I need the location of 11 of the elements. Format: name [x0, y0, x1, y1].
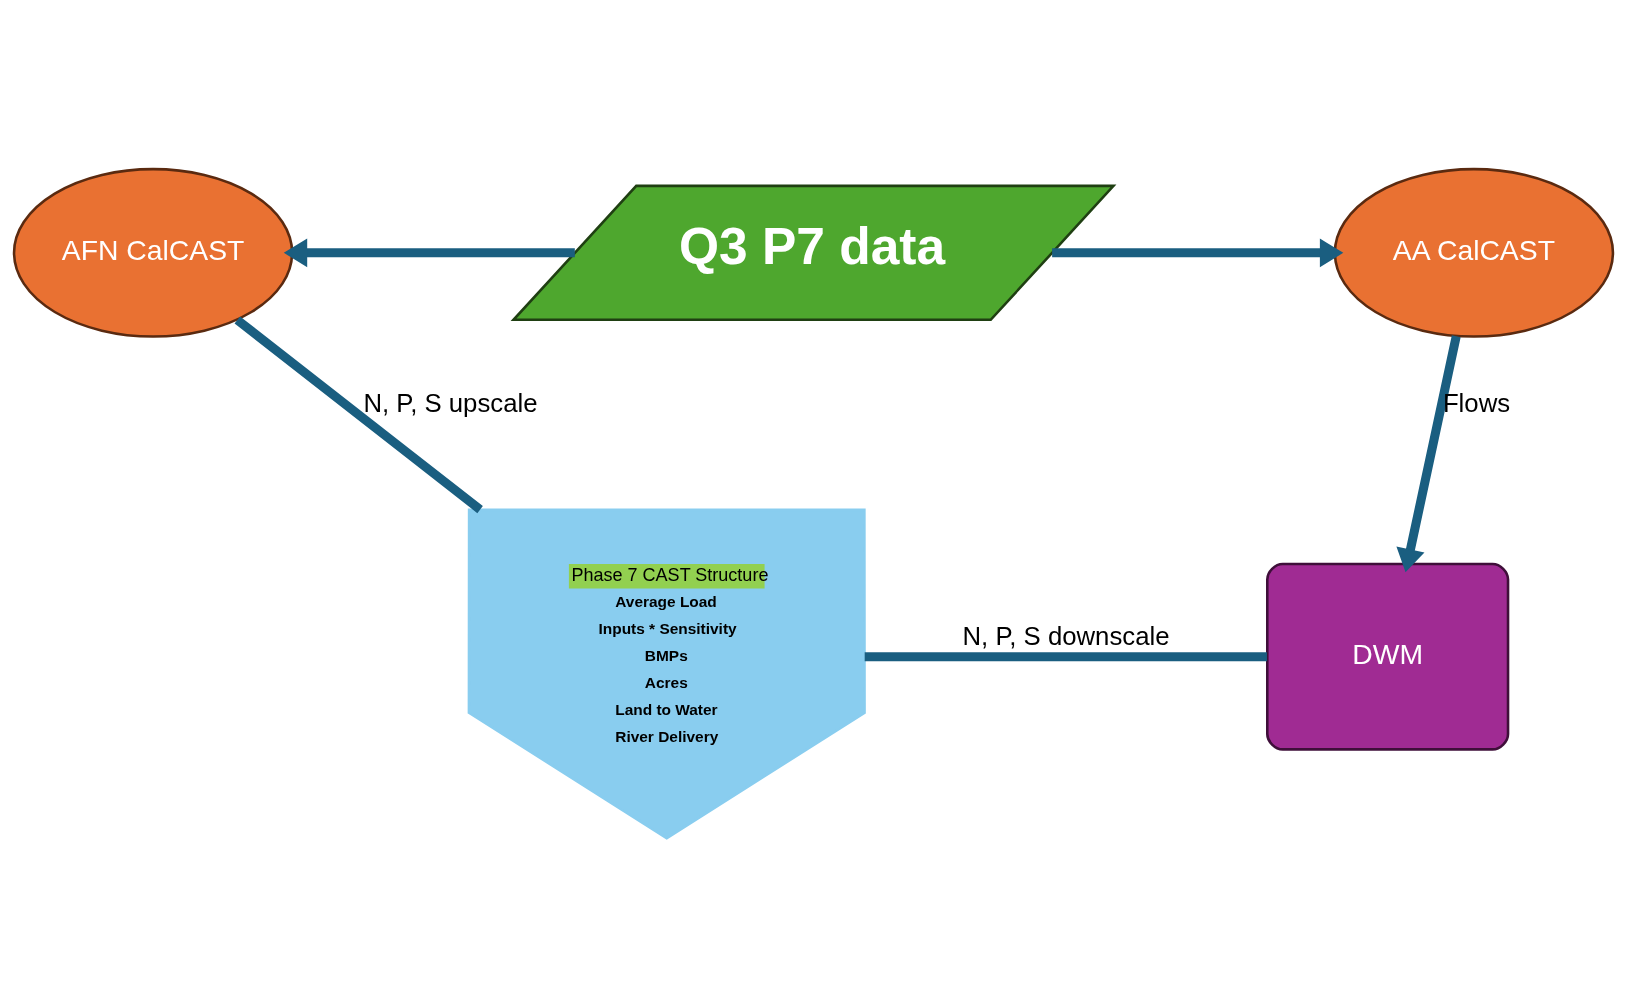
edge-label: N, P, S upscale: [363, 389, 538, 418]
connector: [864, 652, 1267, 662]
node-box: DWM: [1266, 562, 1510, 751]
node-ellipse: AFN CalCAST: [12, 167, 294, 338]
connector: [234, 316, 483, 514]
edge-label: Flows: [1442, 389, 1511, 418]
arrow: [283, 238, 575, 268]
node-ellipse: AA CalCAST: [1333, 167, 1615, 338]
arrow: [1396, 335, 1461, 573]
edge-label: N, P, S downscale: [962, 622, 1170, 651]
arrow: [1052, 238, 1344, 268]
